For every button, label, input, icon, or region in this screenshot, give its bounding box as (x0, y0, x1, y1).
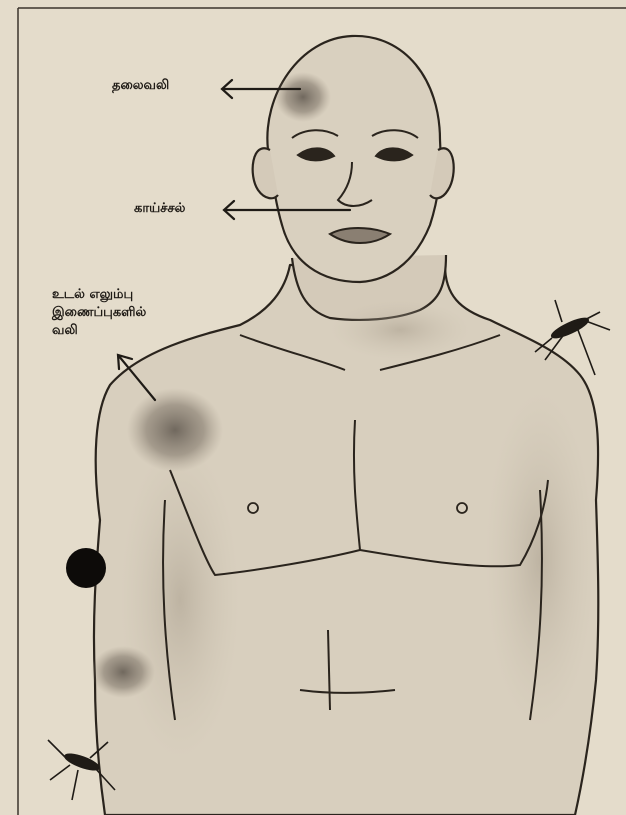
head-outline (267, 36, 440, 282)
binder-hole (66, 548, 106, 588)
joint-pain-label-line3: வலி (52, 322, 232, 340)
joint-pain-label: உடல் எலும்பு இணைப்புகளில் வலி (52, 286, 232, 340)
elbow-pain-spot (91, 646, 155, 698)
joint-pain-label-line2: இணைப்புகளில் (52, 304, 232, 322)
headache-label: தலைவலி (112, 77, 169, 95)
body-shade (485, 390, 595, 730)
headache-pain-spot (275, 72, 331, 122)
shoulder-pain-spot (127, 388, 223, 472)
body-shade (120, 440, 240, 760)
fever-label: காய்ச்சல் (134, 200, 185, 218)
joint-pain-label-line1: உடல் எலும்பு (52, 286, 232, 304)
